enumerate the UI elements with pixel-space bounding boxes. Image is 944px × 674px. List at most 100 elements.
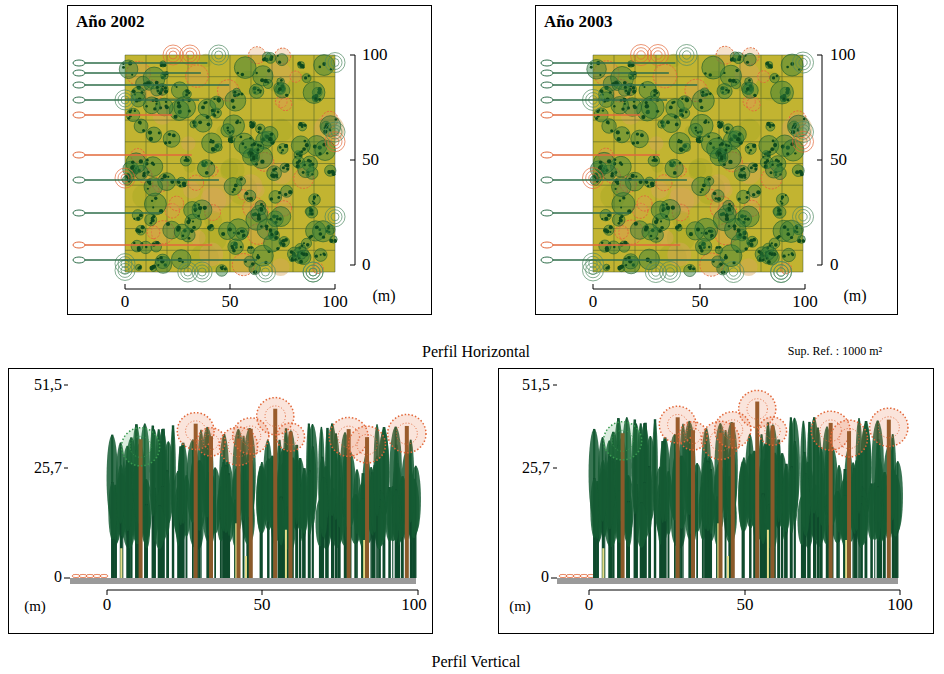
tree-dot: [245, 192, 248, 195]
tree-dot: [320, 254, 322, 256]
crown-green: [151, 84, 162, 95]
tree-dot: [678, 139, 680, 141]
crown-green: [776, 193, 788, 205]
tree-dot: [635, 175, 637, 177]
tree-dot: [610, 129, 613, 132]
tree-dot: [303, 140, 306, 143]
tree-dot: [256, 148, 259, 151]
edge-tree-ring: [115, 168, 135, 188]
tree-dot: [656, 237, 659, 240]
tree-dot: [282, 166, 285, 169]
tree-dot: [669, 106, 673, 110]
tree-dot: [186, 220, 190, 224]
fallen-tree: [100, 574, 108, 577]
tree-dot: [695, 126, 697, 128]
tree-dot: [137, 267, 140, 270]
edge-tree-ring: [586, 256, 601, 271]
tree-dot: [265, 224, 269, 228]
tree-dot: [773, 143, 777, 147]
edge-tree-ring: [586, 263, 601, 278]
tree-dot: [673, 171, 677, 175]
tree-dot: [165, 105, 169, 109]
tree-dot: [198, 204, 200, 206]
crown-green: [782, 139, 804, 161]
tree-dot: [151, 217, 154, 220]
crown-green: [194, 114, 212, 132]
map-grid: [593, 55, 803, 272]
crown-orange: [758, 71, 770, 83]
tree-dot: [128, 110, 131, 113]
crown-green: [731, 79, 741, 89]
tree-dot: [185, 89, 189, 93]
tree-dot: [257, 254, 259, 256]
fallen-crown: [73, 257, 85, 263]
crown-green: [303, 82, 325, 104]
tree-dot: [166, 222, 170, 226]
tree-dot: [207, 122, 211, 126]
tree-dot: [288, 190, 292, 194]
tree-dot: [279, 146, 282, 149]
tree-dot: [752, 193, 755, 196]
crown-green: [192, 200, 212, 220]
fallen-crown: [541, 60, 553, 66]
tree-dot: [190, 229, 194, 233]
ground-patch: [667, 243, 691, 267]
tree-dot: [192, 226, 196, 230]
tree-dot: [613, 105, 615, 107]
tree-dot: [258, 131, 260, 133]
tree-dot: [753, 94, 756, 97]
edge-tree-ring: [583, 168, 604, 189]
edge-tree-ring: [121, 174, 129, 182]
tree-dot: [268, 137, 272, 141]
tree-dot: [300, 150, 303, 153]
tree-dot: [786, 232, 790, 236]
fallen-tree: [549, 114, 640, 115]
crown-green: [267, 166, 282, 181]
tree-dot: [198, 206, 202, 210]
tree-dot: [130, 166, 134, 170]
tree-dot: [653, 89, 657, 93]
tree-dot: [613, 246, 615, 248]
crown-green: [730, 126, 747, 143]
tree-dot: [658, 229, 662, 233]
tree-dot: [750, 166, 753, 169]
tree-dot: [313, 195, 316, 198]
crown-green: [774, 206, 786, 218]
tree-dot: [772, 139, 775, 142]
tree-dot: [725, 89, 728, 92]
tree-dot: [770, 171, 773, 174]
tree-dot: [227, 127, 229, 129]
tree-dot: [240, 230, 243, 233]
tree-dot: [133, 242, 135, 244]
tree-dot: [269, 228, 273, 232]
tree-crown: [177, 446, 183, 525]
tree-dot: [142, 174, 146, 178]
tree-dot: [277, 55, 279, 57]
ground-patch: [199, 243, 223, 267]
tree-dot: [788, 254, 790, 256]
light-trunk: [120, 548, 122, 578]
tree-dot: [666, 206, 670, 210]
tree-dot: [736, 137, 740, 141]
fallen-crown: [541, 257, 553, 263]
tree-dot: [319, 232, 323, 236]
edge-tree-ring: [169, 51, 177, 59]
tree-dot: [304, 76, 307, 79]
tree-dot: [601, 242, 603, 244]
tree-dot: [141, 231, 143, 233]
tree-dot: [790, 236, 793, 239]
map-ground: [125, 55, 335, 272]
tree-dot: [165, 101, 167, 103]
tree-crown: [154, 505, 164, 549]
tree-dot: [138, 266, 141, 269]
tree-dot: [252, 142, 256, 146]
edge-tree-ring: [799, 128, 807, 136]
tree-dot: [656, 110, 659, 113]
edge-tree-ring: [303, 262, 323, 282]
tree-dot: [796, 227, 798, 229]
fallen-tree: [549, 244, 680, 245]
fallen-crown: [541, 177, 553, 183]
tree-dot: [634, 222, 638, 226]
tree-dot: [239, 178, 241, 180]
tree-dot: [302, 147, 306, 151]
